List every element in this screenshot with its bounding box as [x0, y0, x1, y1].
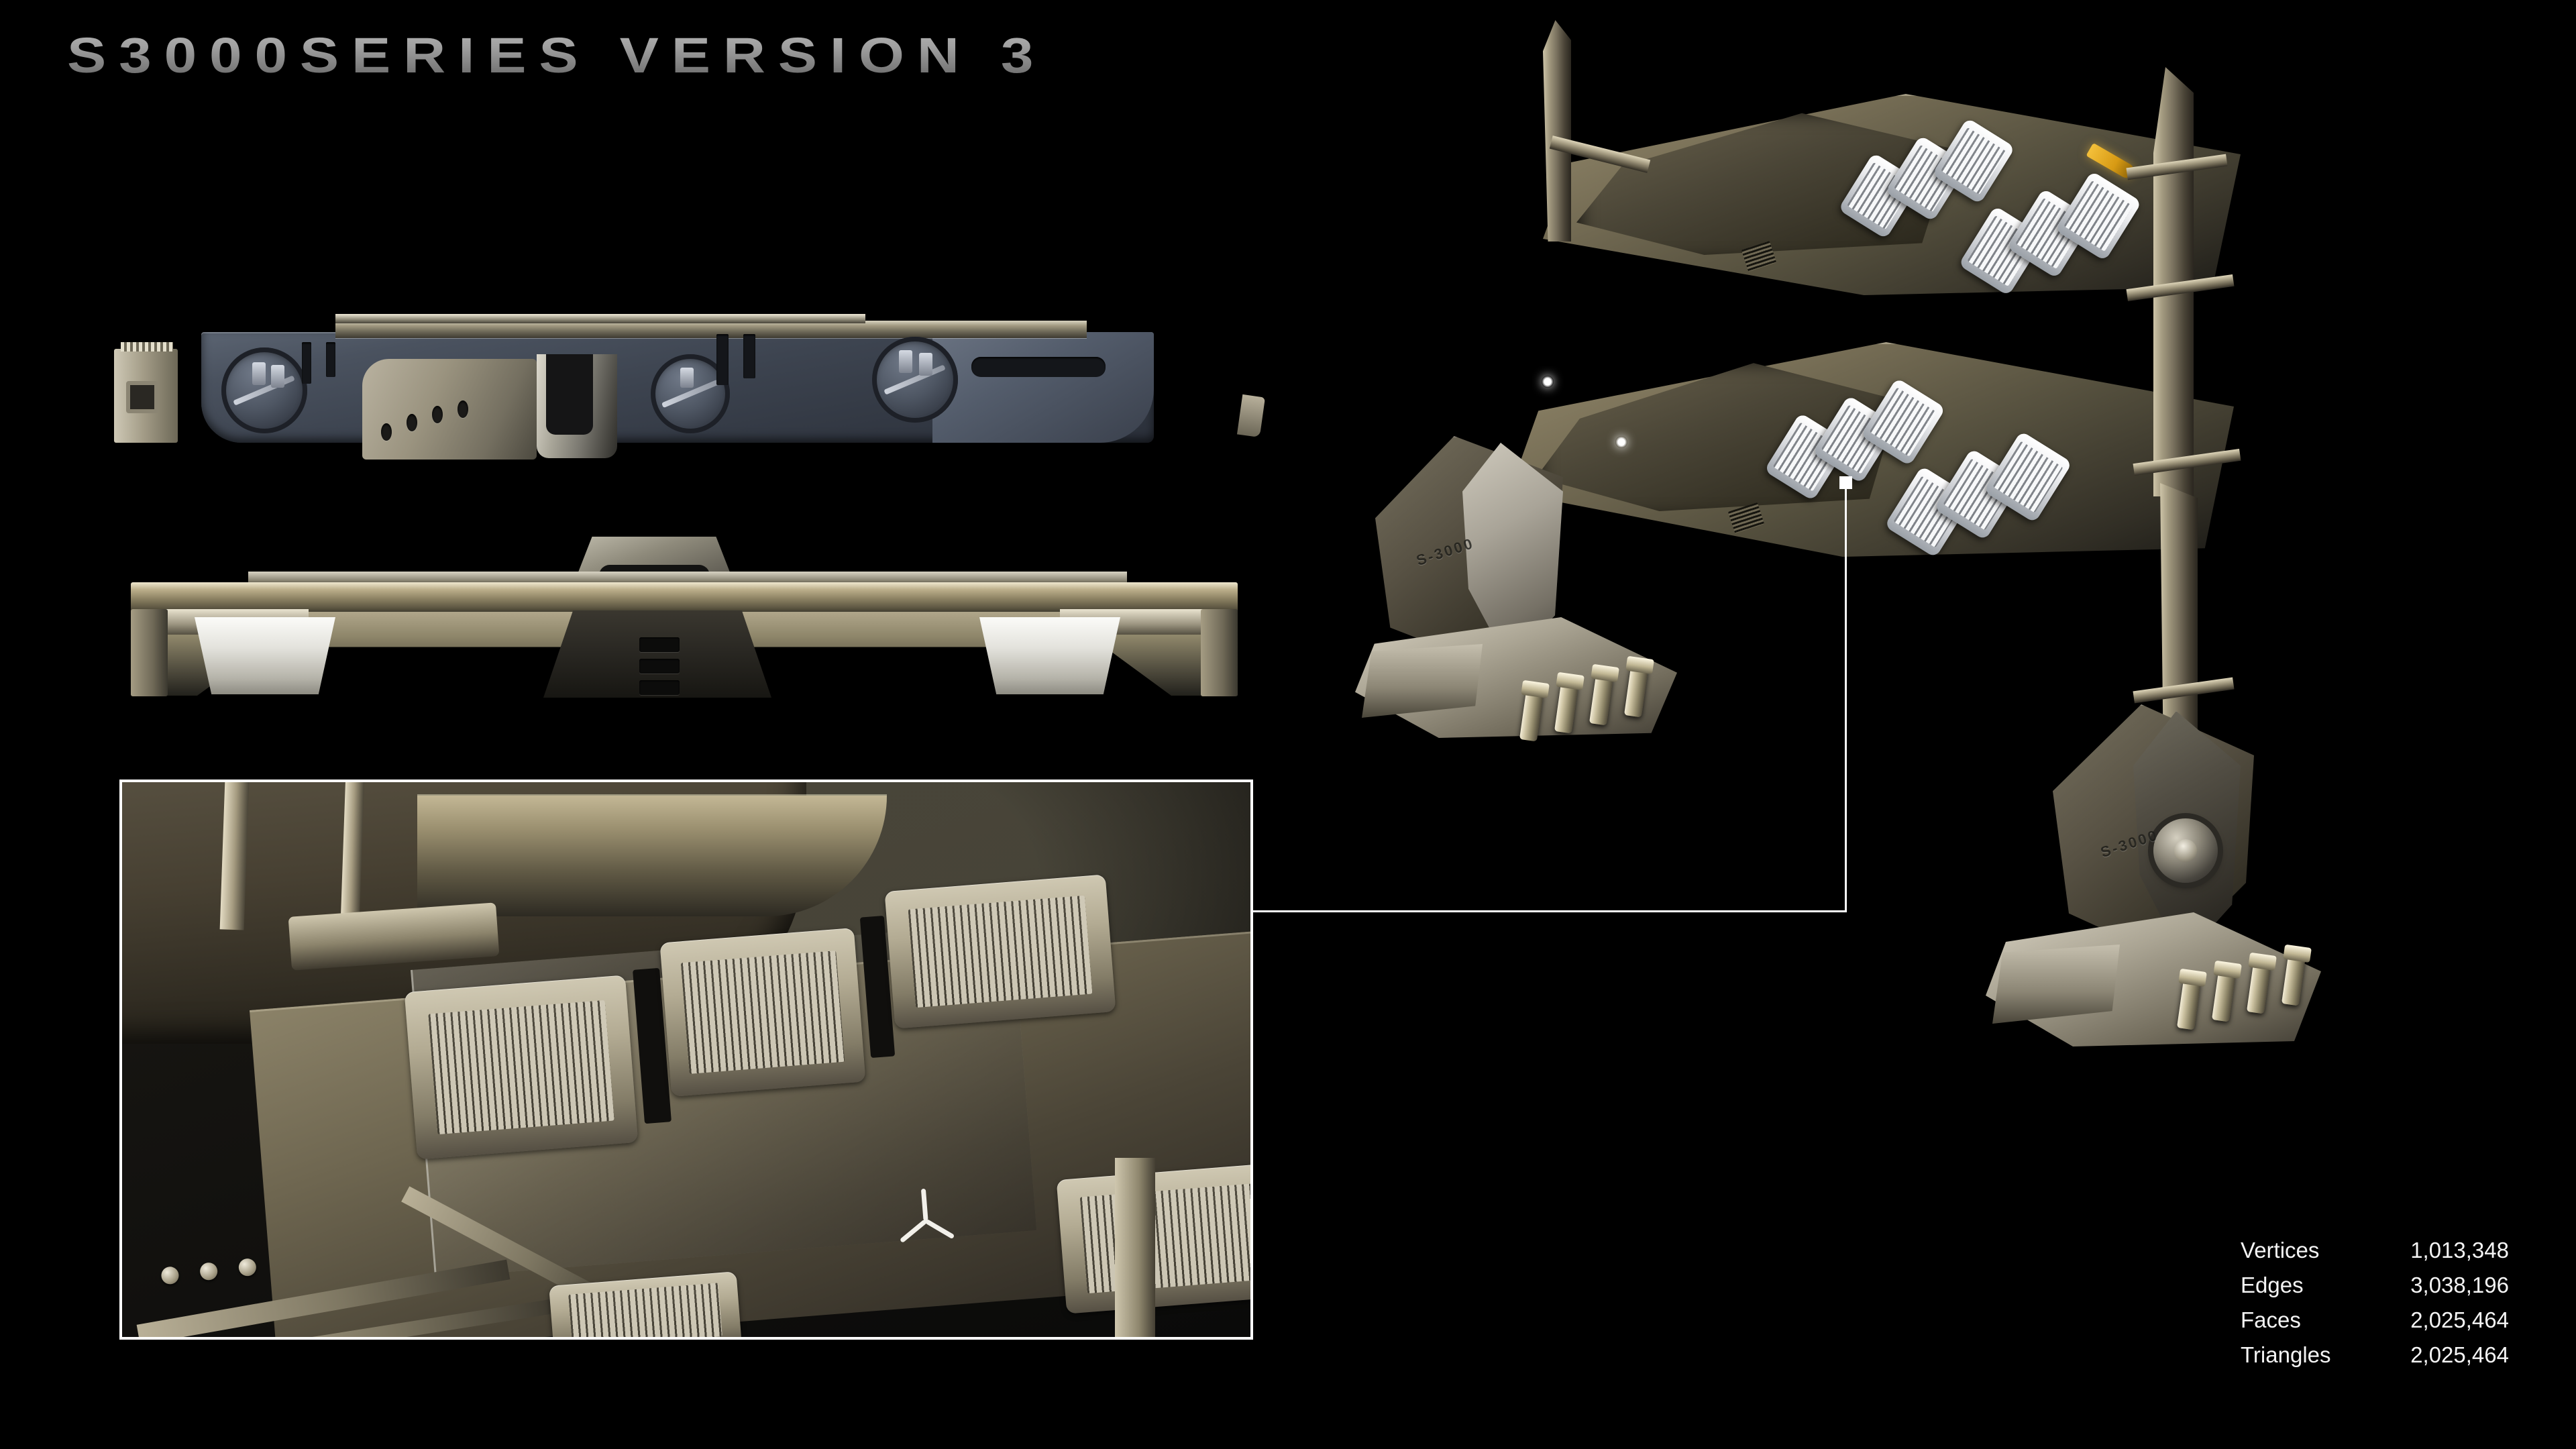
stat-value: 2,025,464 — [2410, 1342, 2509, 1368]
detail-inset-view[interactable] — [119, 780, 1253, 1340]
plate-hole — [381, 423, 392, 441]
center-keel-block — [543, 610, 771, 698]
endcap-left — [131, 609, 168, 696]
bolt-head — [160, 1266, 180, 1285]
y-marking-decal — [892, 1183, 958, 1249]
y-arm — [920, 1188, 928, 1222]
stat-value: 2,025,464 — [2410, 1307, 2509, 1333]
callout-leader-line — [1252, 910, 1847, 912]
endcap-right — [1201, 609, 1238, 696]
heatsink-fins — [1079, 1183, 1250, 1294]
chassis-end-bracket — [114, 342, 178, 443]
emblem-tab — [271, 365, 284, 388]
bolt-head — [199, 1261, 219, 1281]
stat-label: Vertices — [2241, 1238, 2320, 1263]
white-fairing-right — [979, 617, 1120, 694]
stat-row-triangles: Triangles 2,025,464 — [2241, 1338, 2509, 1373]
stat-label: Edges — [2241, 1273, 2304, 1298]
y-arm — [924, 1218, 955, 1240]
chassis-vent-slot — [326, 342, 335, 377]
side-elevation-view — [114, 295, 1266, 460]
heatsink-fins — [680, 951, 845, 1074]
inset-corner-post — [1115, 1158, 1155, 1337]
chassis-top-rail-secondary — [335, 314, 865, 323]
inset-heatsink-plate — [404, 975, 639, 1160]
stat-row-faces: Faces 2,025,464 — [2241, 1303, 2509, 1338]
leg-pivot-hub — [2153, 818, 2218, 883]
chassis-vent-slot — [743, 334, 755, 378]
upper-handle-post — [1543, 20, 1571, 241]
emblem-bar — [883, 364, 947, 395]
inset-tray-lip — [417, 796, 887, 916]
emblem-tab — [680, 368, 694, 388]
bolt-head — [237, 1257, 258, 1277]
emblem-tab — [899, 350, 912, 373]
inset-heatsink-plate — [659, 927, 866, 1097]
front-elevation-view — [114, 530, 1254, 701]
heatsink-fins — [568, 1283, 722, 1337]
white-fairing-left — [195, 617, 335, 694]
y-arm — [899, 1219, 928, 1244]
chassis-access-plate — [362, 359, 537, 460]
bracket-notch — [126, 381, 158, 413]
keel-vent-slit — [639, 680, 680, 695]
keel-vent-slit — [639, 637, 680, 652]
plate-hole — [458, 400, 468, 418]
chassis-cutout-window — [537, 354, 617, 458]
callout-marker[interactable] — [1839, 476, 1852, 489]
mesh-statistics-panel: Vertices 1,013,348 Edges 3,038,196 Faces… — [2241, 1233, 2509, 1373]
deck-upper-lip — [248, 572, 1127, 585]
foot-grid-upper — [1362, 644, 1483, 718]
emblem-tab — [252, 362, 266, 385]
plate-hole — [407, 414, 417, 431]
stat-label: Faces — [2241, 1307, 2301, 1333]
deck-main-beam — [131, 582, 1238, 614]
chassis-vent-slot — [716, 334, 729, 385]
inset-heatsink-plate — [884, 874, 1116, 1029]
stat-row-edges: Edges 3,038,196 — [2241, 1268, 2509, 1303]
chassis-recess-channel — [971, 357, 1106, 377]
chassis-emblem — [221, 347, 307, 433]
chassis-top-rail — [335, 321, 1087, 338]
emblem-tab — [919, 353, 932, 376]
callout-leader-line — [1845, 489, 1847, 912]
plate-hole — [432, 406, 443, 423]
stat-label: Triangles — [2241, 1342, 2331, 1368]
keel-vent-slit — [639, 659, 680, 674]
chassis-emblem — [872, 337, 958, 423]
page-title: S3000SERIES VERSION 3 — [67, 28, 1046, 83]
stat-row-vertices: Vertices 1,013,348 — [2241, 1233, 2509, 1268]
heatsink-fins — [908, 895, 1093, 1008]
page-title-bar: S3000SERIES VERSION 3 — [67, 27, 1034, 84]
bracket-teeth — [121, 342, 173, 352]
heatsink-fins — [428, 1000, 614, 1135]
specular-highlight — [1615, 436, 1627, 448]
stat-value: 3,038,196 — [2410, 1273, 2509, 1298]
specular-highlight — [1542, 376, 1554, 388]
chassis-vent-slot — [302, 342, 311, 384]
stat-value: 1,013,348 — [2410, 1238, 2509, 1263]
foot-grid-lower — [1992, 945, 2120, 1024]
main-exploded-model[interactable]: S-3000 S-3000 — [1261, 13, 2563, 1208]
